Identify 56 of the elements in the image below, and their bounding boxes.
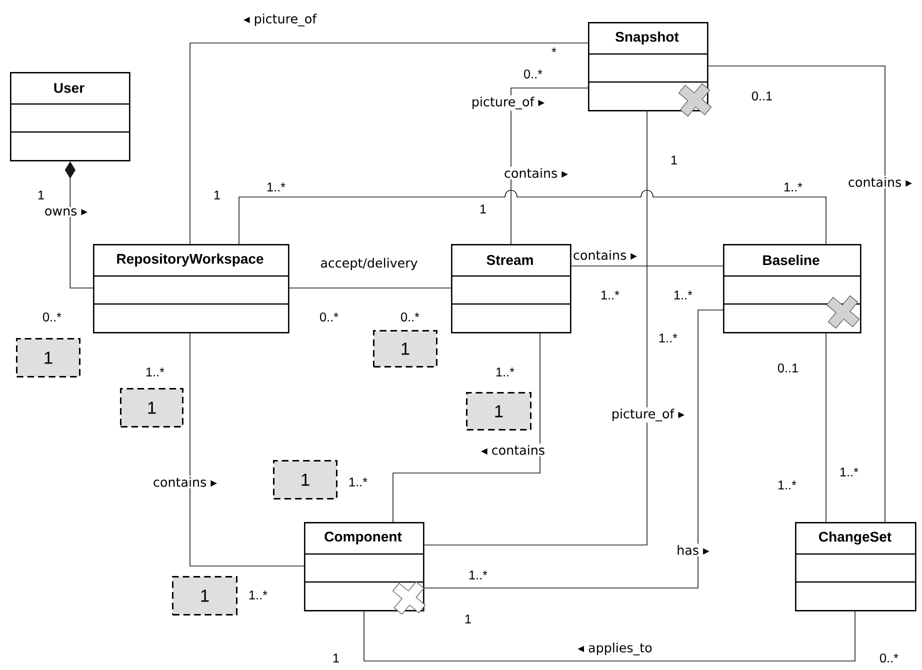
multiplicity: 0..*: [320, 312, 338, 322]
multiplicity: 0..*: [524, 70, 542, 78]
edge-label: ◂ picture_of: [242, 12, 318, 28]
multiplicity: 1: [671, 156, 677, 164]
class-box: Baseline: [723, 244, 862, 334]
note-box: 1: [373, 330, 438, 368]
association-line: [424, 310, 724, 588]
association-line: [392, 332, 540, 522]
edge-label: contains ▸: [502, 166, 570, 180]
association-line: [708, 66, 886, 522]
multiplicity: 1..*: [784, 182, 802, 192]
edge-label: has ▸: [675, 544, 711, 556]
association-line: [424, 110, 648, 546]
multiplicity: 1..*: [267, 182, 286, 192]
multiplicity: 0..1: [752, 92, 772, 100]
class-box: Snapshot: [588, 22, 708, 112]
note-box: 1: [172, 576, 238, 616]
edge-label: picture_of ▸: [610, 407, 686, 423]
class-box: User: [10, 72, 130, 162]
note-box: 1: [273, 460, 338, 500]
association-line: [190, 42, 588, 244]
association-line: [238, 190, 826, 244]
multiplicity: 1..*: [659, 334, 678, 342]
multiplicity: 1: [480, 204, 486, 214]
note-box: 1: [120, 388, 184, 428]
edge-label: contains ▸: [846, 176, 914, 188]
multiplicity: 1..*: [469, 570, 488, 580]
edge-label: picture_of ▸: [470, 95, 546, 111]
multiplicity: 0..*: [43, 312, 62, 322]
edge-label: accept/delivery: [318, 256, 420, 272]
multiplicity: 1..*: [840, 468, 858, 476]
multiplicity: 1: [465, 614, 471, 624]
note-box: 1: [466, 392, 532, 430]
edge-label: contains ▸: [152, 476, 218, 488]
multiplicity: 1: [333, 654, 339, 662]
association-line: [364, 610, 856, 662]
multiplicity: 0..1: [778, 364, 798, 372]
class-box: Component: [304, 522, 424, 612]
class-box: RepositoryWorkspace: [93, 244, 290, 334]
edge-label: owns ▸: [43, 207, 89, 217]
multiplicity: 1: [38, 190, 44, 200]
multiplicity: 1..*: [601, 290, 620, 300]
association-line: [190, 332, 304, 566]
multiplicity: 1..*: [674, 290, 692, 300]
class-box: ChangeSet: [795, 522, 916, 612]
edge-label: ◂ applies_to: [576, 641, 654, 657]
class-box: Stream: [451, 244, 572, 334]
multiplicity: 1: [214, 190, 220, 200]
association-line: [510, 88, 588, 244]
edge-label: ◂ contains: [480, 444, 546, 456]
multiplicity: 0..*: [880, 654, 898, 662]
multiplicity: 1..*: [496, 368, 514, 376]
edge-label: contains ▸: [572, 248, 638, 262]
multiplicity: 1..*: [778, 480, 796, 490]
multiplicity: *: [552, 48, 556, 52]
note-box: 1: [16, 338, 80, 378]
